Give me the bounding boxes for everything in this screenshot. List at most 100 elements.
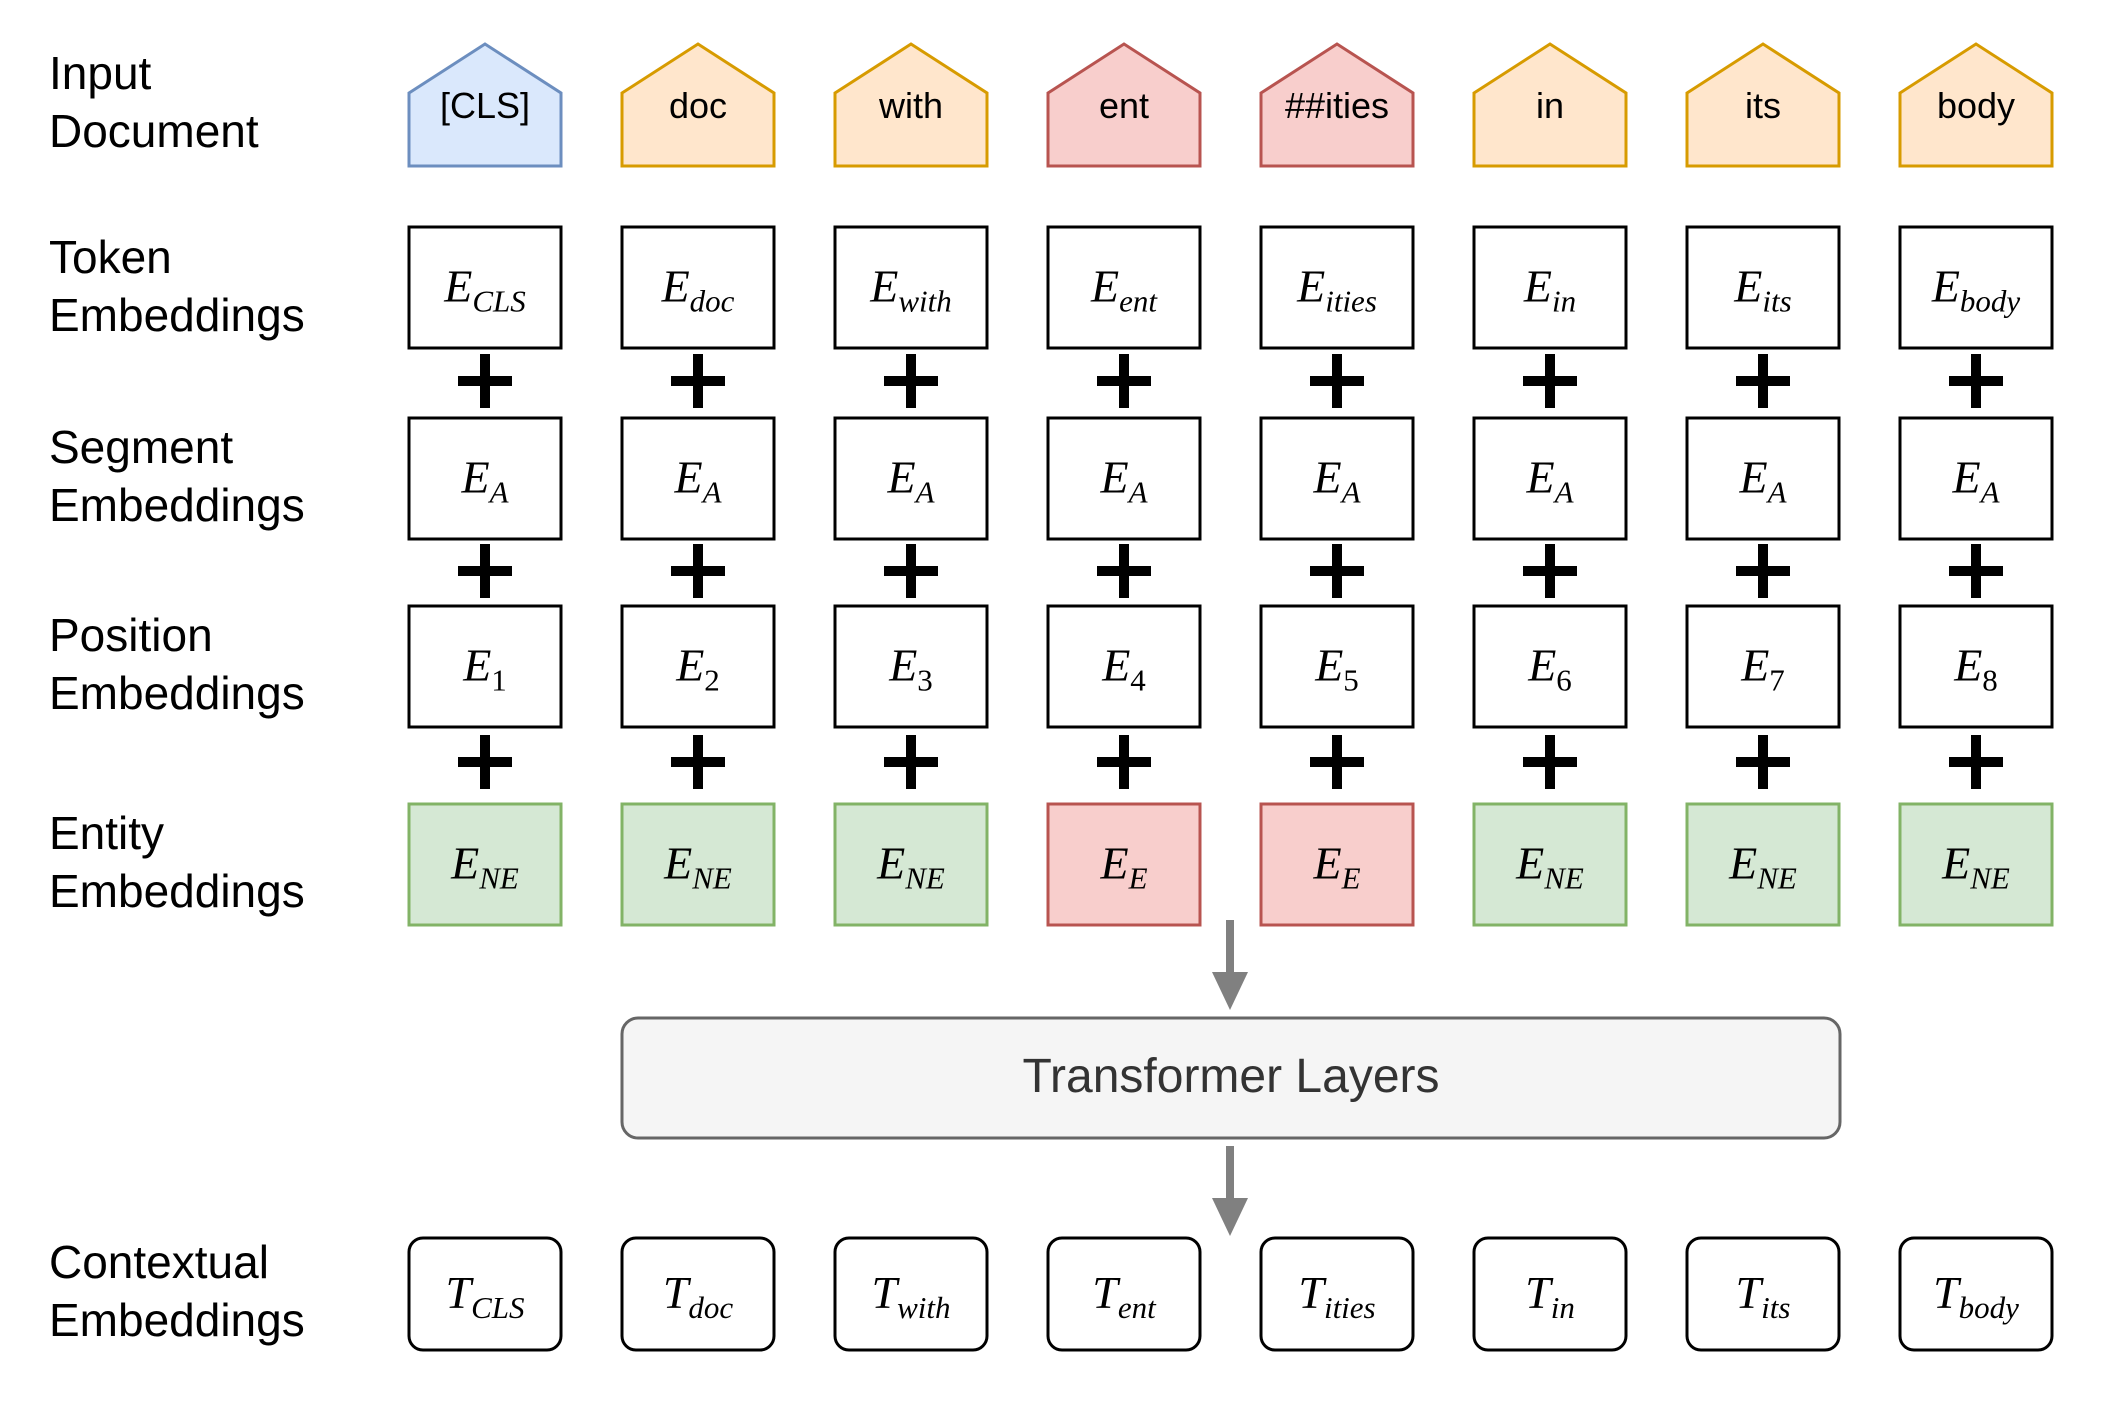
plus-icon xyxy=(1523,354,1577,408)
label-entity-embeddings: Entity Embeddings xyxy=(49,807,305,917)
input-token: with xyxy=(833,42,989,168)
token-embedding-label: Eits xyxy=(1733,261,1791,319)
plus-icon xyxy=(458,735,512,789)
contextual-embedding-label: Tin xyxy=(1525,1267,1575,1325)
contextual-embedding-box xyxy=(407,1236,563,1352)
segment-embedding-box xyxy=(1898,416,2054,541)
segment-embedding-box xyxy=(1046,416,1202,541)
entity-embedding-box xyxy=(1259,802,1415,927)
token-label: [CLS] xyxy=(440,85,530,126)
token-label: in xyxy=(1536,85,1564,126)
contextual-embedding-box xyxy=(1046,1236,1202,1352)
segment-embedding-box xyxy=(407,416,563,541)
contextual-embedding-label: Tdoc xyxy=(663,1267,734,1325)
entity-embedding: ENE xyxy=(1898,802,2054,927)
position-embedding-label: E6 xyxy=(1527,640,1572,698)
entity-embedding-label: ENE xyxy=(1728,838,1797,896)
segment-embedding: EA xyxy=(1259,416,1415,541)
plus-icon xyxy=(1736,544,1790,598)
plus-icon xyxy=(884,354,938,408)
token-label: its xyxy=(1745,85,1781,126)
token-shape xyxy=(1685,42,1841,168)
position-embedding: E4 xyxy=(1046,604,1202,729)
position-embedding: E1 xyxy=(407,604,563,729)
contextual-embedding: Twith xyxy=(833,1236,989,1352)
token-embedding-label: ECLS xyxy=(443,261,526,319)
plus-row-1 xyxy=(458,354,2003,408)
entity-embedding-label: ENE xyxy=(450,838,519,896)
plus-icon xyxy=(1097,544,1151,598)
contextual-embedding-box xyxy=(1472,1236,1628,1352)
label-contextual-embeddings: Contextual Embeddings xyxy=(49,1236,305,1346)
position-embedding: E2 xyxy=(620,604,776,729)
token-embedding-label: Ewith xyxy=(869,261,952,319)
segment-embedding: EA xyxy=(1898,416,2054,541)
entity-embedding: ENE xyxy=(1685,802,1841,927)
token-label: ent xyxy=(1099,85,1149,126)
token-label: ##ities xyxy=(1285,85,1389,126)
plus-icon xyxy=(1523,544,1577,598)
plus-icon xyxy=(1310,735,1364,789)
token-embedding-box xyxy=(1898,225,2054,350)
token-embedding-box xyxy=(620,225,776,350)
token-embedding-box xyxy=(1685,225,1841,350)
contextual-embedding: Tin xyxy=(1472,1236,1628,1352)
plus-icon xyxy=(1736,735,1790,789)
token-embedding-label: Eities xyxy=(1296,261,1377,319)
token-embedding-label: Eent xyxy=(1090,261,1158,319)
segment-embedding-box xyxy=(620,416,776,541)
segment-embedding-label: EA xyxy=(460,452,509,510)
label-position-embeddings: Position Embeddings xyxy=(49,609,305,719)
entity-embedding-box xyxy=(620,802,776,927)
entity-embedding: ENE xyxy=(833,802,989,927)
segment-embedding-box xyxy=(1685,416,1841,541)
segment-embedding: EA xyxy=(833,416,989,541)
input-token: its xyxy=(1685,42,1841,168)
token-label: body xyxy=(1937,85,2015,126)
token-embedding: Ein xyxy=(1472,225,1628,350)
position-embedding-box xyxy=(833,604,989,729)
segment-embedding: EA xyxy=(620,416,776,541)
plus-icon xyxy=(458,544,512,598)
input-token: [CLS] xyxy=(407,42,563,168)
entity-embedding: ENE xyxy=(407,802,563,927)
segment-embedding-label: EA xyxy=(1099,452,1148,510)
entity-embedding-box xyxy=(407,802,563,927)
entity-embedding-label: ENE xyxy=(663,838,732,896)
segment-embedding-label: EA xyxy=(1525,452,1574,510)
input-token: in xyxy=(1472,42,1628,168)
input-token: doc xyxy=(620,42,776,168)
segment-embedding-box xyxy=(833,416,989,541)
contextual-embedding-box xyxy=(1259,1236,1415,1352)
position-embedding-label: E8 xyxy=(1953,640,1998,698)
plus-icon xyxy=(1310,544,1364,598)
entity-embedding-box xyxy=(1898,802,2054,927)
plus-row-3 xyxy=(458,735,2003,789)
contextual-embedding: Tities xyxy=(1259,1236,1415,1352)
segment-embedding: EA xyxy=(407,416,563,541)
arrow-down-icon xyxy=(1212,1146,1248,1236)
position-embedding: E3 xyxy=(833,604,989,729)
plus-icon xyxy=(458,354,512,408)
segment-embedding-box xyxy=(1259,416,1415,541)
row-labels: Input Document Token Embeddings Segment … xyxy=(49,47,305,1346)
entity-embedding-label: ENE xyxy=(1941,838,2010,896)
input-token: body xyxy=(1898,42,2054,168)
contextual-embedding: TCLS xyxy=(407,1236,563,1352)
position-embedding-label: E2 xyxy=(675,640,720,698)
position-embedding-label: E3 xyxy=(888,640,933,698)
entity-embedding: ENE xyxy=(620,802,776,927)
position-embedding-box xyxy=(1046,604,1202,729)
segment-embedding-box xyxy=(1472,416,1628,541)
contextual-embedding-label: TCLS xyxy=(445,1267,524,1325)
entity-embedding-label: EE xyxy=(1099,838,1147,896)
position-embedding-box xyxy=(1685,604,1841,729)
contextual-embedding-box xyxy=(620,1236,776,1352)
plus-icon xyxy=(1949,735,2003,789)
entity-embedding: EE xyxy=(1259,802,1415,927)
contextual-embedding-label: Tbody xyxy=(1933,1267,2019,1325)
contextual-embedding: Tdoc xyxy=(620,1236,776,1352)
contextual-embedding-box xyxy=(1898,1236,2054,1352)
